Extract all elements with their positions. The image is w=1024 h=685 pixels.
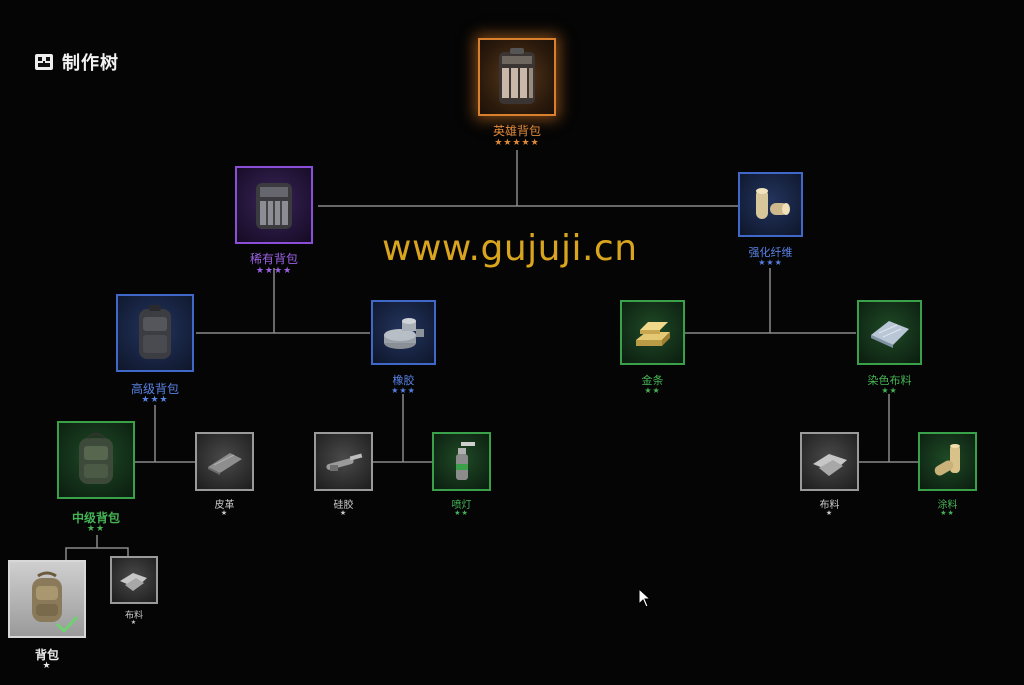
node-silicone[interactable]: 硅胶 ★ [314,432,373,517]
item-stars: ★★★★★ [494,138,540,148]
item-name: 背包 [34,648,59,662]
item-name: 金条 [641,374,664,387]
paint-icon [934,443,960,475]
node-leather[interactable]: 皮革 ★ [195,432,254,517]
backpack-icon [32,571,62,622]
item-stars: ★★ [881,386,898,395]
item-name: 涂料 [937,500,958,511]
item-stars: ★ [130,619,138,626]
item-tile[interactable] [371,300,436,365]
item-name: 染色布料 [867,374,912,387]
item-tile[interactable] [57,421,135,499]
item-stars: ★ [220,509,229,517]
item-name: 布料 [124,611,143,621]
cloth-icon [120,573,147,591]
leather-icon [207,452,242,475]
node-gold-bar[interactable]: 金条 ★★ [620,300,685,395]
item-name: 皮革 [214,500,235,511]
node-cloth-small[interactable]: 布料 ★ [110,556,158,626]
item-tile[interactable] [478,38,556,116]
node-rubber[interactable]: 橡胶 ★★★ [371,300,436,395]
item-stars: ★ [42,661,52,671]
node-reinforced-fiber[interactable]: 强化纤维 ★★★ [738,172,803,267]
node-spray-lamp[interactable]: 喷灯 ★★ [432,432,491,517]
item-tile[interactable] [195,432,254,491]
item-tile[interactable] [432,432,491,491]
item-stars: ★★★ [391,386,416,395]
owned-check-icon [55,615,79,634]
item-tile[interactable] [738,172,803,237]
spray-lamp-icon [455,441,475,480]
rare-backpack-icon [256,183,292,229]
node-rare-backpack[interactable]: 稀有背包 ★★★★ [235,166,313,276]
item-name: 稀有背包 [249,252,298,266]
item-tile[interactable] [8,560,86,638]
cloth-icon [812,453,847,476]
page-title: 制作树 [62,53,119,74]
item-name: 布料 [819,500,840,511]
item-name: 英雄背包 [492,124,541,138]
item-name: 橡胶 [392,374,415,387]
item-name: 硅胶 [333,500,354,511]
item-tile[interactable] [800,432,859,491]
item-stars: ★★★★ [255,266,293,276]
item-stars: ★★★ [758,258,783,267]
item-tile[interactable] [620,300,685,365]
item-stars: ★★ [454,509,469,517]
item-tile[interactable] [314,432,373,491]
item-stars: ★★ [644,386,661,395]
item-tile[interactable] [110,556,158,604]
hero-backpack-icon [499,48,535,104]
item-stars: ★★★ [141,395,169,405]
rubber-icon [383,317,424,349]
item-tile[interactable] [857,300,922,365]
gold-bar-icon [635,321,670,346]
item-tile[interactable] [116,294,194,372]
item-name: 中级背包 [71,511,120,525]
crafting-tree-icon [34,52,54,72]
dyed-cloth-icon [870,320,909,348]
item-name: 高级背包 [130,382,179,396]
node-paint[interactable]: 涂料 ★★ [918,432,977,517]
node-mid-backpack[interactable]: 中级背包 ★★ [57,421,135,534]
node-dyed-cloth[interactable]: 染色布料 ★★ [857,300,922,395]
item-stars: ★ [825,509,834,517]
item-stars: ★★ [940,509,955,517]
node-backpack[interactable]: 背包 ★ [8,560,86,671]
reinforced-fiber-icon [755,187,790,219]
advanced-backpack-icon [139,305,171,359]
item-stars: ★★ [86,524,106,534]
item-tile[interactable] [918,432,977,491]
item-name: 强化纤维 [748,246,793,259]
node-hero-backpack[interactable]: 英雄背包 ★★★★★ [478,38,556,148]
silicone-icon [325,453,362,471]
node-cloth-right[interactable]: 布料 ★ [800,432,859,517]
mouse-cursor-icon [638,588,652,608]
item-tile[interactable] [235,166,313,244]
node-advanced-backpack[interactable]: 高级背包 ★★★ [116,294,194,405]
watermark-text: www.gujuji.cn [382,228,638,269]
item-stars: ★ [339,509,348,517]
mid-backpack-icon [79,432,113,484]
item-name: 喷灯 [451,500,472,511]
page-header: 制作树 [34,49,119,75]
